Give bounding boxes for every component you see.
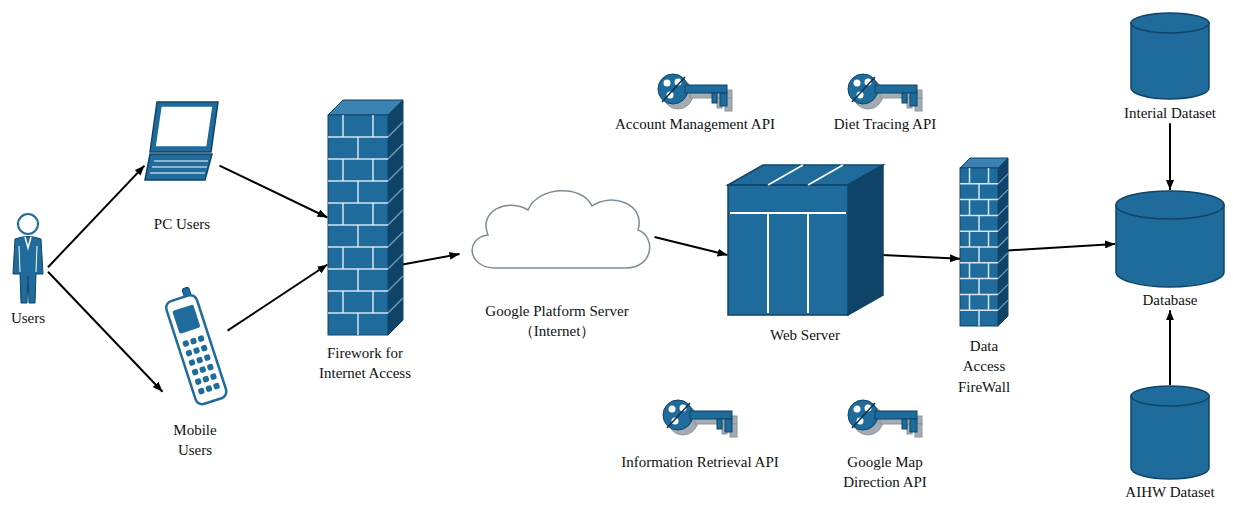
node-text: Diet Tracing API xyxy=(834,114,937,134)
phone-shape xyxy=(163,288,228,410)
dataset-cylinder: AIHW Dataset xyxy=(1123,385,1217,502)
flow-arrow xyxy=(883,255,961,259)
node-label: Google Map Direction API xyxy=(829,452,941,493)
node-text: Web Server xyxy=(770,325,840,345)
laptop-shape xyxy=(145,100,220,182)
node-label: Users xyxy=(11,308,45,328)
flow-arrow xyxy=(48,166,145,268)
laptop-icon: PC Users xyxy=(145,100,220,234)
phone-icon: Mobile Users xyxy=(163,288,228,461)
person-shape xyxy=(8,212,48,304)
dataset-cylinder: Interial Dataset xyxy=(1122,12,1219,123)
node-label: Mobile Users xyxy=(173,420,216,461)
node-text: Database xyxy=(1143,290,1198,310)
node-label: Diet Tracing API xyxy=(834,114,937,134)
firewall-icon: Firework for Internet Access xyxy=(304,100,426,384)
flow-arrow xyxy=(403,254,460,264)
flow-arrow xyxy=(48,272,163,392)
node-text: Google Platform Server （Internet） xyxy=(462,301,652,342)
cylinder-shape xyxy=(1130,12,1210,100)
flow-arrow xyxy=(655,237,728,255)
flow-arrow xyxy=(1008,244,1115,251)
node-text: Mobile Users xyxy=(173,420,216,461)
node-label: AIHW Dataset xyxy=(1125,482,1214,502)
cylinder-shape xyxy=(1115,190,1225,288)
key-shape xyxy=(845,398,925,440)
node-label: Interial Dataset xyxy=(1124,103,1216,123)
node-label: PC Users xyxy=(154,214,210,234)
flow-arrow xyxy=(220,166,328,218)
node-text: PC Users xyxy=(154,214,210,234)
node-label: Database xyxy=(1143,290,1198,310)
node-text: Users xyxy=(11,308,45,328)
flow-arrow xyxy=(228,265,328,331)
node-label: Information Retrieval API xyxy=(621,452,778,472)
node-text: Google Map Direction API xyxy=(829,452,941,493)
node-text: AIHW Dataset xyxy=(1125,482,1214,502)
cloud-shape xyxy=(460,180,655,275)
api-key: Account Management API xyxy=(613,72,777,134)
node-text: Interial Dataset xyxy=(1124,103,1216,123)
server-icon: Web Server xyxy=(728,165,883,345)
node-label: Web Server xyxy=(770,325,840,345)
cylinder-shape xyxy=(1130,385,1210,480)
node-label: Account Management API xyxy=(615,114,775,134)
node-text: Firework for Internet Access xyxy=(306,343,424,384)
flow-arrow xyxy=(1169,123,1171,190)
user-icon: Users xyxy=(8,212,48,328)
key-shape xyxy=(845,72,925,114)
node-text: Information Retrieval API xyxy=(621,452,778,472)
node-text: Account Management API xyxy=(615,114,775,134)
node-label: Data Access FireWall xyxy=(958,336,1010,397)
api-key: Google Map Direction API xyxy=(827,398,943,493)
api-key: Diet Tracing API xyxy=(832,72,939,134)
database-cylinder: Database xyxy=(1115,190,1225,310)
node-label: Google Platform Server （Internet） xyxy=(462,301,652,342)
key-shape xyxy=(660,398,740,440)
wall-shape xyxy=(328,100,403,335)
key-shape xyxy=(655,72,735,114)
api-key: Information Retrieval API xyxy=(619,398,781,472)
wall-shape xyxy=(960,158,1008,326)
node-text: Data Access FireWall xyxy=(958,336,1010,397)
node-label: Firework for Internet Access xyxy=(306,343,424,384)
cube-shape xyxy=(728,165,883,315)
firewall-icon: Data Access FireWall xyxy=(956,158,1013,397)
flow-arrow xyxy=(1169,310,1171,385)
cloud-icon: Google Platform Server （Internet） xyxy=(460,180,655,342)
